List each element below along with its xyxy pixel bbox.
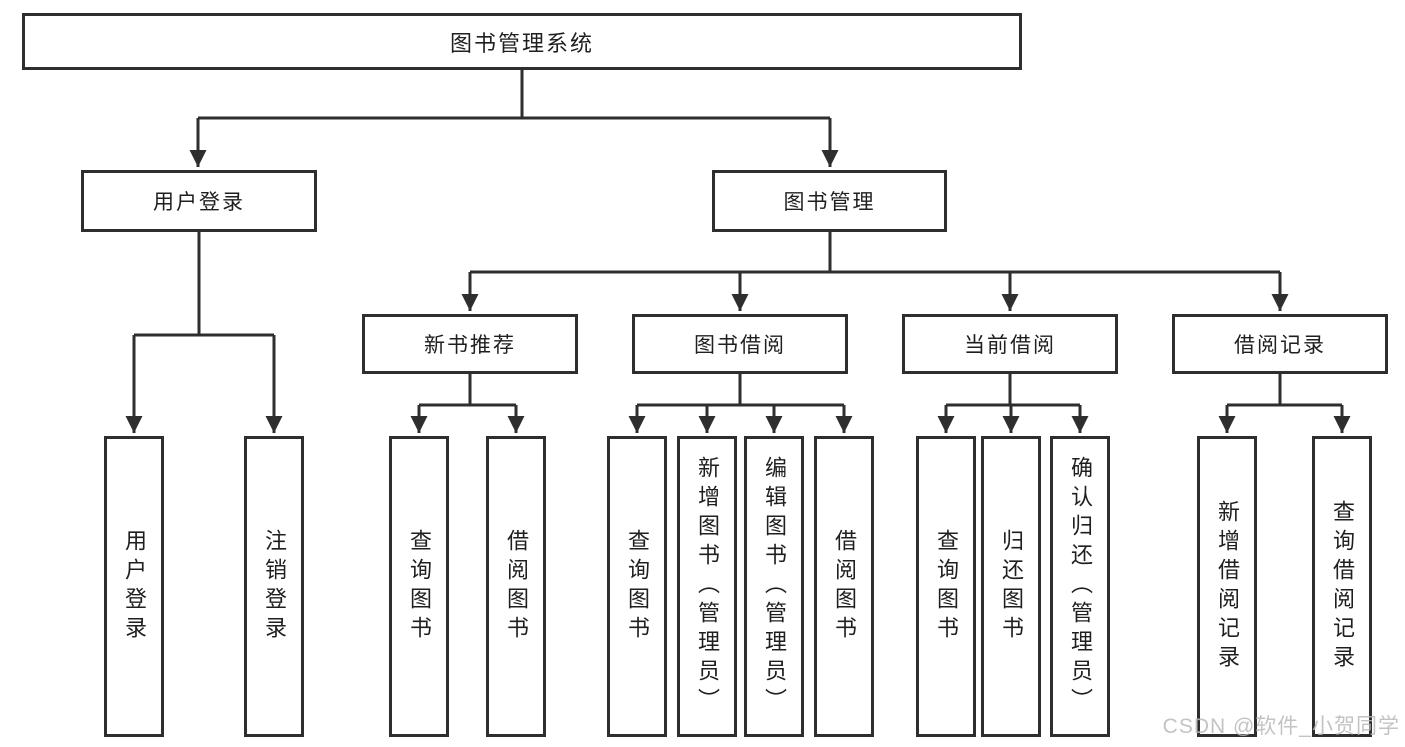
leaf-user-login-label: 用户登录 xyxy=(122,528,147,645)
leaf-borrowing-borrow-books-label: 借阅图书 xyxy=(832,528,857,645)
leaf-edit-books-admin: 编辑图书（管理员） xyxy=(744,436,804,737)
node-book-borrowing: 图书借阅 xyxy=(632,314,848,374)
leaf-edit-books-admin-label: 编辑图书（管理员） xyxy=(762,456,787,717)
node-borrowing-records-label: 借阅记录 xyxy=(1234,334,1326,357)
leaf-add-borrowing-record-label: 新增借阅记录 xyxy=(1215,499,1240,674)
node-book-borrowing-label: 图书借阅 xyxy=(694,334,786,357)
node-book-management: 图书管理 xyxy=(712,170,947,232)
leaf-add-books-admin: 新增图书（管理员） xyxy=(677,436,737,737)
node-new-book-recommendation-label: 新书推荐 xyxy=(424,334,516,357)
leaf-borrowing-query-books-label: 查询图书 xyxy=(625,528,650,645)
leaf-recommend-query-books-label: 查询图书 xyxy=(407,528,432,645)
node-system-root-label: 图书管理系统 xyxy=(449,30,594,56)
leaf-confirm-return-admin-label: 确认归还（管理员） xyxy=(1068,456,1093,717)
leaf-logout: 注销登录 xyxy=(244,436,304,737)
leaf-add-borrowing-record: 新增借阅记录 xyxy=(1197,436,1257,737)
leaf-confirm-return-admin: 确认归还（管理员） xyxy=(1050,436,1110,737)
node-borrowing-records: 借阅记录 xyxy=(1172,314,1388,374)
leaf-logout-label: 注销登录 xyxy=(262,528,287,645)
node-current-borrowing-label: 当前借阅 xyxy=(964,334,1056,357)
leaf-recommend-borrow-books: 借阅图书 xyxy=(486,436,546,737)
node-current-borrowing: 当前借阅 xyxy=(902,314,1118,374)
leaf-borrowing-borrow-books: 借阅图书 xyxy=(814,436,874,737)
leaf-current-query-books-label: 查询图书 xyxy=(934,528,959,645)
node-new-book-recommendation: 新书推荐 xyxy=(362,314,578,374)
leaf-return-books-label: 归还图书 xyxy=(999,528,1024,645)
node-system-root: 图书管理系统 xyxy=(22,13,1022,70)
leaf-current-query-books: 查询图书 xyxy=(916,436,976,737)
leaf-return-books: 归还图书 xyxy=(981,436,1041,737)
leaf-user-login: 用户登录 xyxy=(104,436,164,737)
node-user-login-label: 用户登录 xyxy=(153,191,245,214)
leaf-borrowing-query-books: 查询图书 xyxy=(607,436,667,737)
node-book-management-label: 图书管理 xyxy=(783,191,876,214)
leaf-query-borrowing-record: 查询借阅记录 xyxy=(1312,436,1372,737)
node-user-login: 用户登录 xyxy=(81,170,317,232)
csdn-watermark: CSDN @软件_小贺同学 xyxy=(1162,715,1400,738)
leaf-recommend-borrow-books-label: 借阅图书 xyxy=(504,528,529,645)
leaf-add-books-admin-label: 新增图书（管理员） xyxy=(695,456,720,717)
leaf-recommend-query-books: 查询图书 xyxy=(389,436,449,737)
leaf-query-borrowing-record-label: 查询借阅记录 xyxy=(1330,499,1355,674)
